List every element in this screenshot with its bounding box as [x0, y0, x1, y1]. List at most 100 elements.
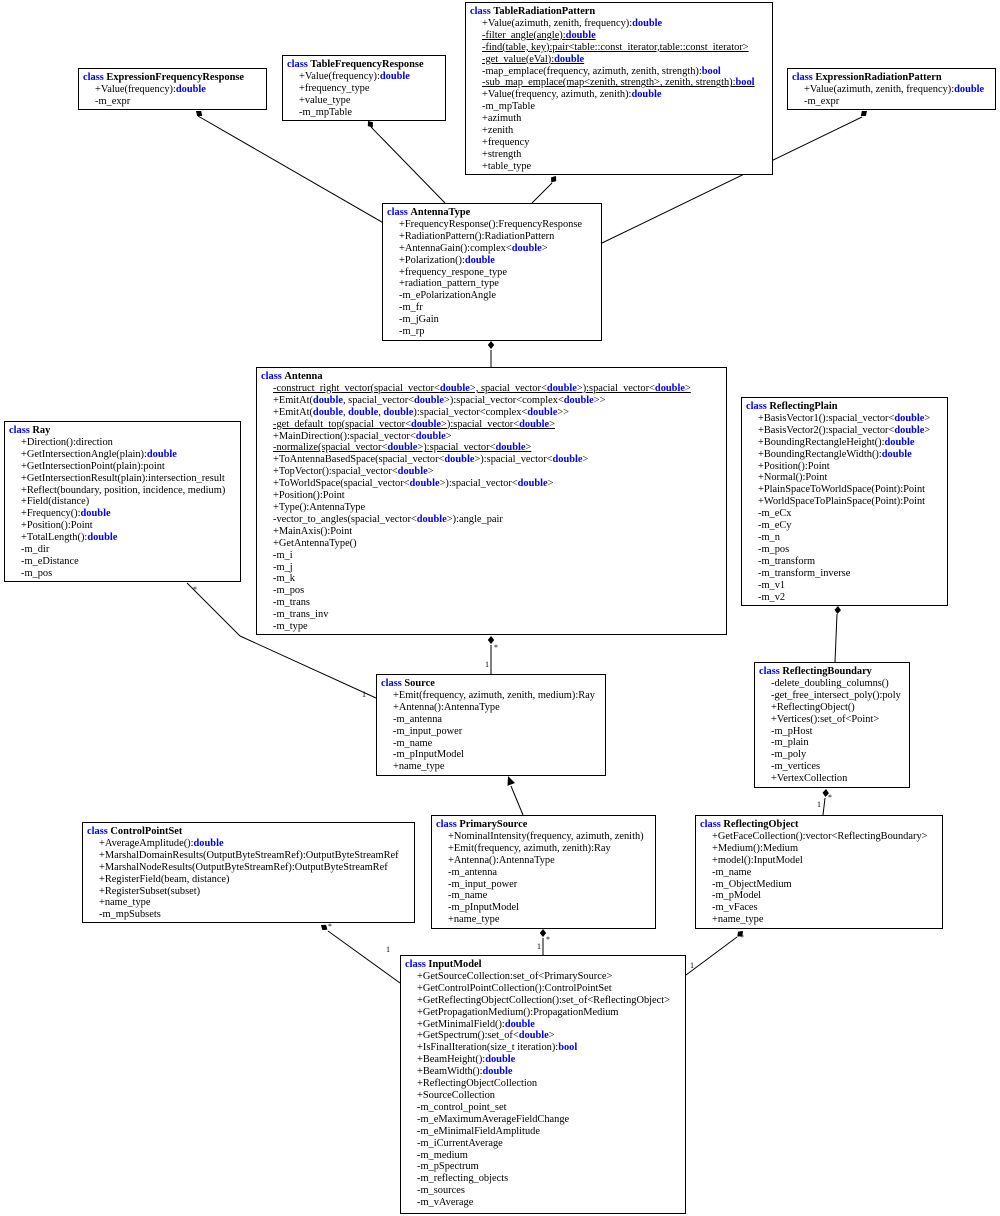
class-member: +radiation_pattern_type	[399, 278, 499, 290]
type-keyword: double	[387, 442, 418, 454]
type-keyword: double	[631, 89, 662, 101]
class-member: +ReflectingObjectCollection	[417, 1078, 538, 1090]
type-keyword: double	[397, 466, 428, 478]
class-member: -m_trans_inv	[273, 609, 329, 621]
class-expression-frequency-response: class ExpressionFrequencyResponse+Value(…	[78, 68, 267, 110]
type-keyword: double	[894, 412, 925, 424]
class-member: +Antenna():AntennaType	[393, 701, 500, 713]
link-antenna-type-table-frequency-response	[370, 126, 446, 204]
class-member: -m_eCy	[758, 520, 792, 532]
class-member: -m_ObjectMedium	[712, 878, 792, 890]
class-member: -m_vFaces	[712, 902, 758, 914]
multiplicity-many: *	[546, 935, 550, 944]
class-member: +name_type	[393, 761, 445, 773]
class-member: +VertexCollection	[771, 773, 848, 785]
class-member: +GetSourceCollection:set_of<PrimarySourc…	[417, 970, 613, 982]
class-member: +MarshalDomainResults(OutputByteStreamRe…	[99, 849, 399, 861]
class-member: +TopVector():spacial_vector<double>	[273, 466, 434, 478]
multiplicity-many: *	[193, 585, 197, 594]
link-source-ray	[186, 582, 241, 637]
class-member: +MainDirection():spacial_vector<double>	[273, 430, 452, 442]
class-member: +EmitAt(double, double, double):spacial_…	[273, 406, 570, 418]
class-name: InputModel	[428, 959, 482, 970]
class-member: -m_medium	[417, 1149, 468, 1161]
class-member: +Value(azimuth, zenith, frequency):doubl…	[482, 17, 663, 29]
class-member: -m_dir	[21, 544, 50, 556]
composition-diamond	[539, 929, 547, 937]
class-member: +Position():Point	[758, 460, 830, 472]
class-member: +BeamHeight():double	[417, 1054, 516, 1066]
class-member: +Vertices():set_of<Point>	[771, 713, 880, 725]
class-member: +Field(distance)	[21, 496, 90, 508]
class-name: ControlPointSet	[110, 826, 183, 837]
class-member: -m_mpTable	[299, 106, 352, 118]
link-antenna-type-expression-radiation-pattern	[601, 116, 863, 244]
class-member: +EmitAt(double, spacial_vector<double>):…	[273, 394, 606, 406]
type-keyword: double	[563, 394, 594, 406]
type-keyword: bool	[701, 65, 721, 77]
class-keyword: class	[436, 819, 457, 830]
composition-diamond	[367, 121, 373, 128]
class-member: -m_pModel	[712, 890, 762, 902]
type-keyword: double	[411, 418, 442, 430]
class-member: -m_pInputModel	[448, 902, 519, 914]
class-member: -m_mpTable	[482, 101, 535, 113]
class-member: -m_antenna	[393, 713, 443, 725]
class-member: +Antenna():AntennaType	[448, 854, 555, 866]
link-antenna-type-expression-frequency-response	[197, 115, 388, 226]
class-member: +frequency_respone_type	[399, 266, 507, 278]
type-keyword: double	[464, 254, 495, 266]
class-member: +BeamWidth():double	[417, 1066, 513, 1078]
class-member: -m_eDistance	[21, 555, 79, 567]
class-member: +name_type	[99, 897, 151, 909]
type-keyword: double	[517, 478, 548, 490]
class-member: -m_eMaximumAverageFieldChange	[417, 1113, 570, 1125]
class-member: -m_iCurrentAverage	[417, 1137, 503, 1149]
class-ray: class Ray+Direction():direction+GetInter…	[4, 421, 241, 582]
class-member: -m_v1	[758, 579, 786, 591]
type-keyword: double	[654, 382, 685, 394]
class-member: +frequency	[482, 136, 530, 148]
class-name: Ray	[32, 425, 51, 436]
class-member: -m_pHost	[771, 725, 813, 737]
class-member: -m_name	[712, 866, 752, 878]
class-member: -m_i	[273, 549, 293, 561]
type-keyword: double	[80, 508, 111, 520]
class-title: class ExpressionRadiationPattern	[792, 72, 995, 84]
class-member: +PlainSpaceToWorldSpace(Point):Point	[758, 484, 926, 496]
type-keyword: double	[415, 430, 446, 442]
class-keyword: class	[792, 72, 813, 83]
composition-diamond	[737, 931, 743, 937]
composition-diamond	[822, 789, 829, 797]
type-keyword: bool	[558, 1042, 578, 1054]
class-title: class Antenna	[261, 371, 726, 383]
type-keyword: double	[519, 418, 550, 430]
class-member: -m_sources	[417, 1185, 465, 1197]
type-keyword: double	[884, 436, 915, 448]
class-member: +MainAxis():Point	[273, 525, 353, 537]
class-keyword: class	[470, 6, 491, 17]
class-member: +Value(frequency):double	[299, 70, 410, 82]
class-member: -m_pInputModel	[393, 749, 464, 761]
type-keyword: double	[379, 70, 410, 82]
class-name: ReflectingPlain	[769, 401, 838, 412]
class-member: +Value(frequency, azimuth, zenith):doubl…	[482, 89, 662, 101]
type-keyword: double	[546, 382, 577, 394]
class-member: +GetFaceCollection():vector<ReflectingBo…	[712, 830, 928, 842]
class-member: -m_eCx	[758, 508, 792, 520]
type-keyword: double	[312, 394, 343, 406]
class-member: -construct_right_vector(spacial_vector<d…	[273, 382, 691, 394]
class-member: +Emit(frequency, azimuth, zenith, medium…	[393, 689, 595, 701]
class-member: -m_expr	[804, 95, 840, 107]
class-keyword: class	[261, 371, 282, 382]
type-keyword: double	[439, 382, 470, 394]
class-member: -m_vertices	[771, 761, 821, 773]
class-member: +Value(azimuth, zenith, frequency):doubl…	[804, 83, 985, 95]
type-keyword: double	[409, 478, 440, 490]
class-member: -filter_angle(angle):double	[482, 29, 596, 41]
class-member: -get_default_top(spacial_vector<double>)…	[273, 418, 556, 430]
class-member: +IsFinalIteration(size_t iteration):bool	[417, 1042, 578, 1054]
type-keyword: double	[565, 29, 596, 41]
class-antenna: class Antenna-construct_right_vector(spa…	[256, 367, 727, 635]
